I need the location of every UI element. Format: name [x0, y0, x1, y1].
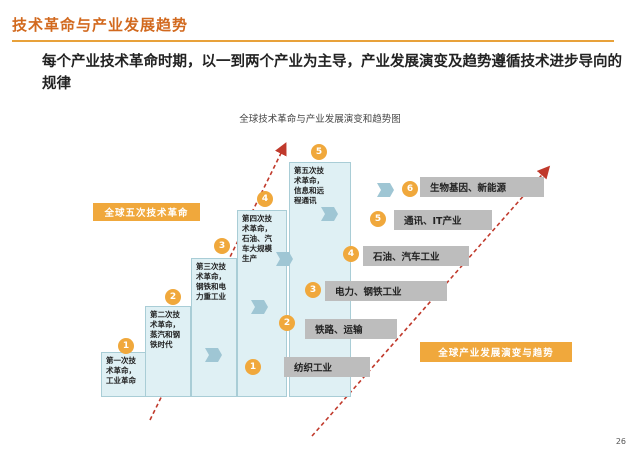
industry-bar-5: 通讯、IT产业 — [394, 210, 492, 230]
industry-number-3: 3 — [305, 282, 321, 298]
slide-title: 技术革命与产业发展趋势 — [12, 16, 189, 34]
industry-bar-2: 铁路、运输 — [305, 319, 397, 339]
industry-number-5: 5 — [370, 211, 386, 227]
chevron-icon — [205, 348, 222, 362]
revolution-number-2: 2 — [165, 289, 181, 305]
industry-bar-4: 石油、汽车工业 — [363, 246, 469, 266]
industry-number-1: 1 — [245, 359, 261, 375]
chevron-icon — [276, 252, 293, 266]
industry-bar-6: 生物基因、新能源 — [420, 177, 544, 197]
title-divider — [12, 40, 614, 42]
chevron-icon — [377, 183, 394, 197]
revolution-number-3: 3 — [214, 238, 230, 254]
industry-trend-label: 全球产业发展演变与趋势 — [420, 342, 572, 362]
industry-bar-3: 电力、钢铁工业 — [325, 281, 447, 301]
diagram-title: 全球技术革命与产业发展演变和趋势图 — [239, 114, 401, 125]
revolution-step-2: 第二次技 术革命， 蒸汽和钢 铁时代 — [145, 306, 191, 397]
industry-number-2: 2 — [279, 315, 295, 331]
industry-trend-arrow — [311, 165, 551, 437]
slide-subtitle: 每个产业技术革命时期，以一到两个产业为主导，产业发展演变及趋势遵循技术进步导向的… — [42, 54, 622, 92]
revolution-step-3: 第三次技 术革命， 钢铁和电 力重工业 — [191, 258, 237, 397]
revolution-number-5: 5 — [311, 144, 327, 160]
revolution-number-1: 1 — [118, 338, 134, 354]
industry-number-4: 4 — [343, 246, 359, 262]
industry-bar-1: 纺织工业 — [284, 357, 370, 377]
tech-revolutions-label: 全球五次技术革命 — [93, 203, 200, 221]
chevron-icon — [251, 300, 268, 314]
revolution-number-4: 4 — [257, 191, 273, 207]
revolution-step-1: 第一次技 术革命， 工业革命 — [101, 352, 147, 397]
page-number: 26 — [615, 437, 626, 446]
industry-number-6: 6 — [402, 181, 418, 197]
chevron-icon — [321, 207, 338, 221]
